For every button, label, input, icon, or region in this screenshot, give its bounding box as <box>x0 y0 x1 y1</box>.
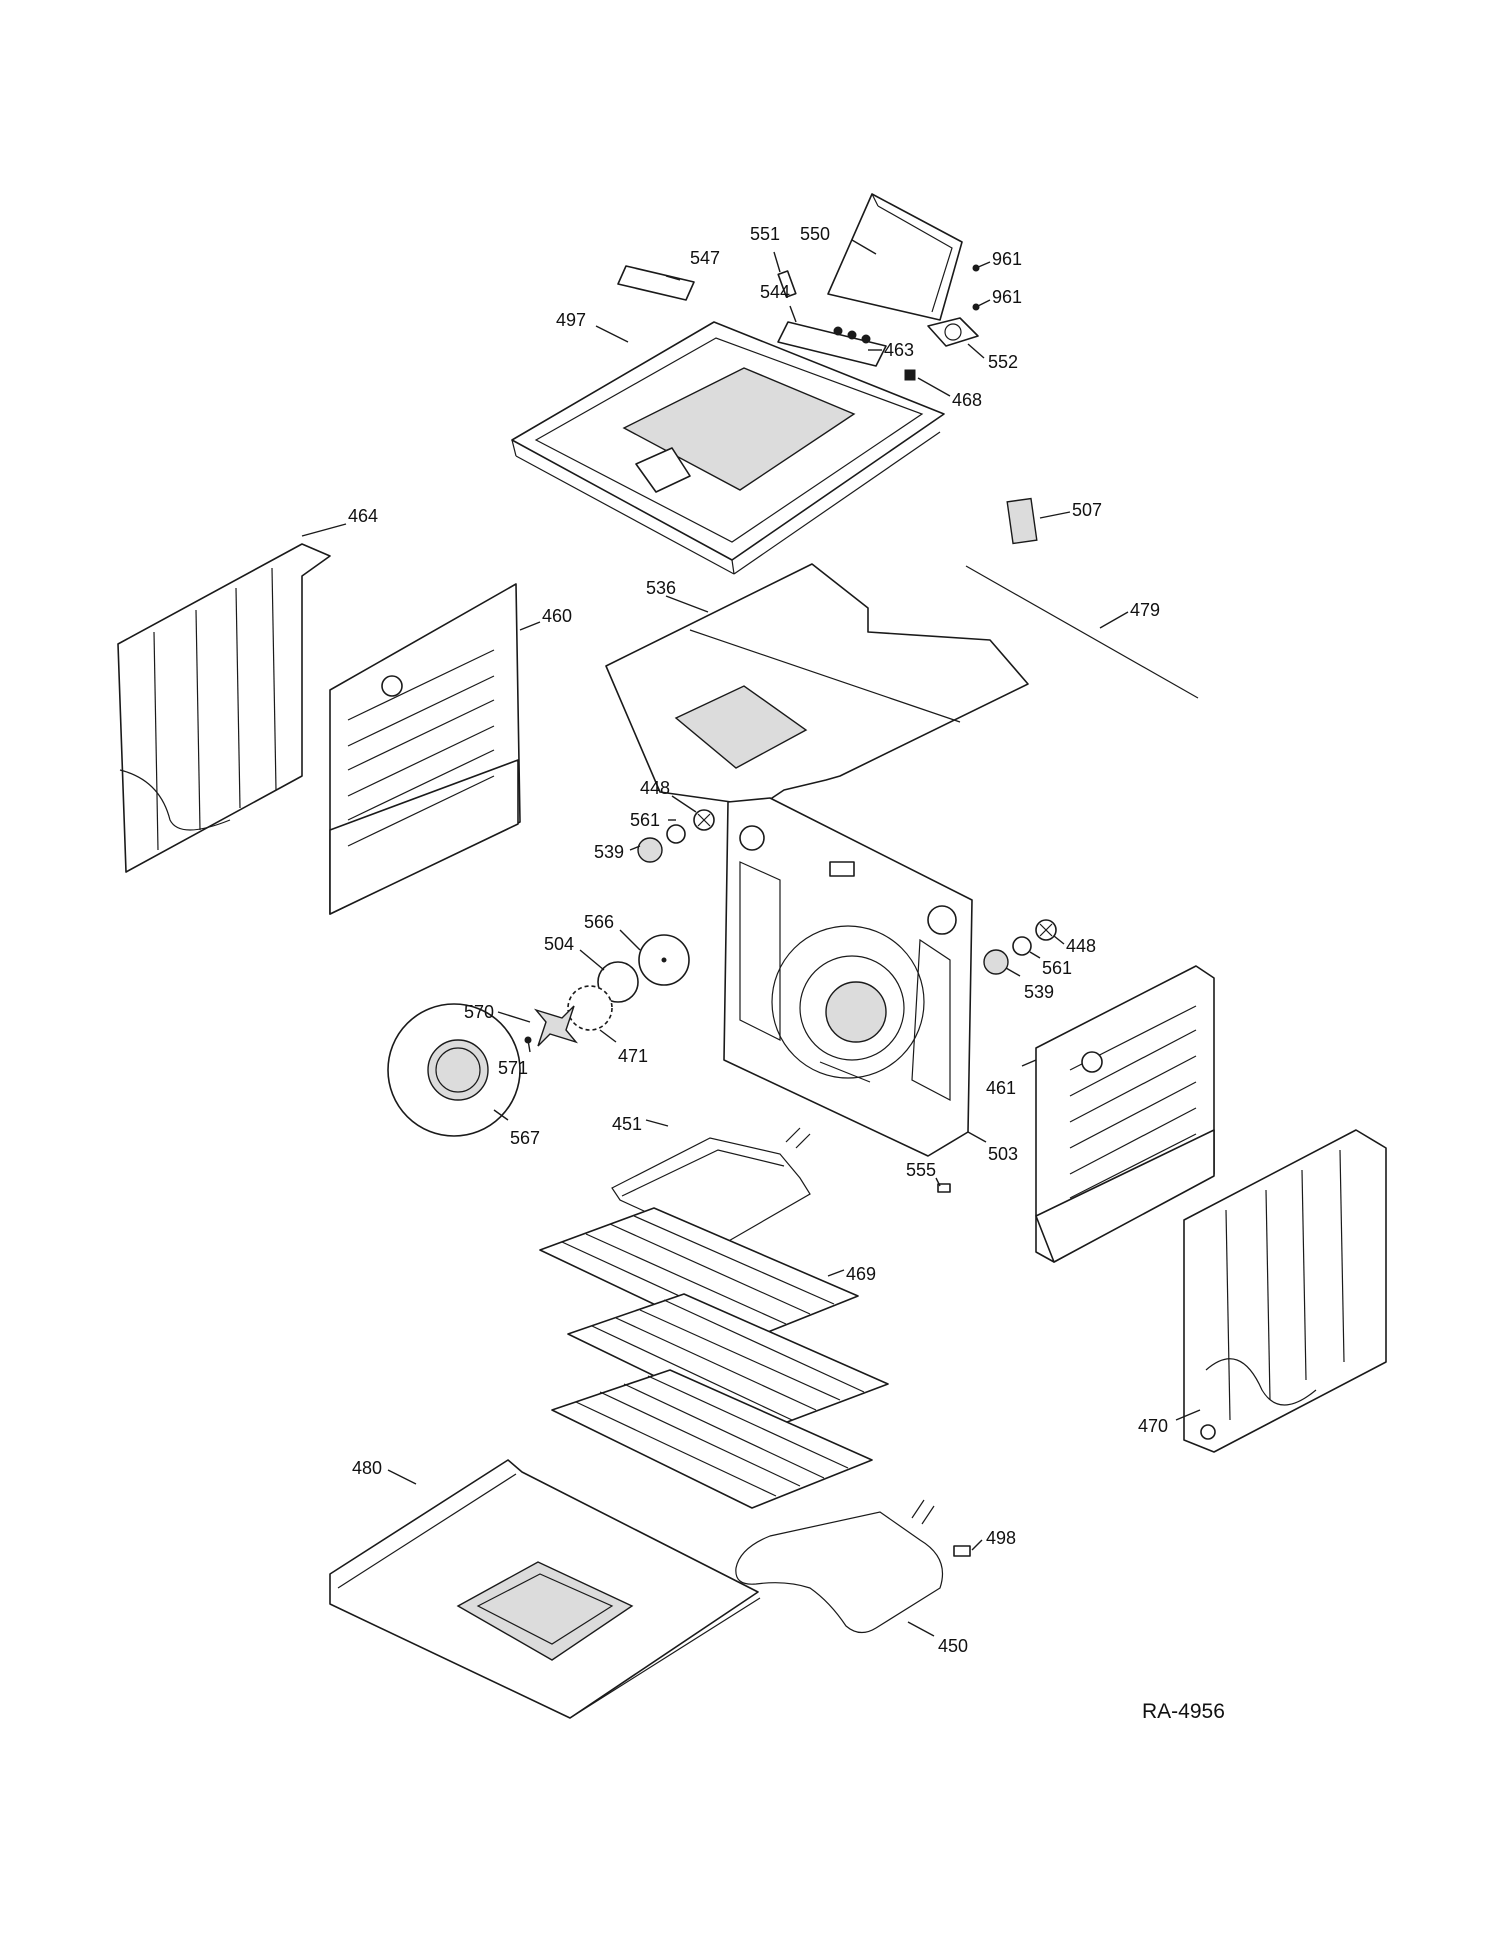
label-551: 551 <box>750 224 780 244</box>
label-567: 567 <box>510 1128 540 1148</box>
part-503-drawing <box>723 797 973 1157</box>
part-451-drawing <box>611 1127 811 1247</box>
part-507-drawing <box>1006 497 1038 545</box>
label-570: 570 <box>464 1002 494 1022</box>
label-448-left: 448 <box>640 778 670 798</box>
label-961-lower: 961 <box>992 287 1022 307</box>
part-468-drawing <box>904 369 916 381</box>
part-460-drawing <box>329 583 521 915</box>
part-561-drawing <box>666 824 686 844</box>
figure-code: RA-4956 <box>1142 1700 1225 1723</box>
label-544: 544 <box>760 282 790 302</box>
part-567-drawing <box>387 1003 521 1137</box>
label-464: 464 <box>348 506 378 526</box>
part-480-drawing <box>329 1459 761 1719</box>
part-470-drawing <box>1183 1129 1387 1453</box>
label-555: 555 <box>906 1160 936 1180</box>
label-461: 461 <box>986 1078 1016 1098</box>
label-498: 498 <box>986 1528 1016 1548</box>
part-552-drawing <box>927 317 979 347</box>
label-571: 571 <box>498 1058 528 1078</box>
part-555-drawing <box>937 1183 951 1193</box>
label-469: 469 <box>846 1264 876 1284</box>
part-536-drawing <box>605 563 1029 807</box>
label-450: 450 <box>938 1636 968 1656</box>
label-451: 451 <box>612 1114 642 1134</box>
label-448-right: 448 <box>1066 936 1096 956</box>
label-460: 460 <box>542 606 572 626</box>
part-471-drawing <box>567 985 613 1031</box>
part-544-drawing <box>777 321 887 367</box>
label-961-upper: 961 <box>992 249 1022 269</box>
part-479-drawing <box>965 565 1199 699</box>
part-547-drawing <box>617 265 695 301</box>
label-497: 497 <box>556 310 586 330</box>
label-547: 547 <box>690 248 720 268</box>
part-469-drawing <box>539 1207 889 1509</box>
part-498-drawing <box>953 1545 971 1557</box>
label-507: 507 <box>1072 500 1102 520</box>
label-463: 463 <box>884 340 914 360</box>
label-479: 479 <box>1130 600 1160 620</box>
label-539-left: 539 <box>594 842 624 862</box>
label-561-left: 561 <box>630 810 660 830</box>
label-536: 536 <box>646 578 676 598</box>
label-552: 552 <box>988 352 1018 372</box>
part-550-drawing <box>827 193 963 321</box>
part-450-drawing <box>735 1499 944 1634</box>
label-503: 503 <box>988 1144 1018 1164</box>
label-566: 566 <box>584 912 614 932</box>
label-561-right: 561 <box>1042 958 1072 978</box>
label-480: 480 <box>352 1458 382 1478</box>
part-497-drawing <box>511 321 945 575</box>
label-471: 471 <box>618 1046 648 1066</box>
label-468: 468 <box>952 390 982 410</box>
part-464-drawing <box>117 543 331 873</box>
part-539-drawing <box>983 949 1009 975</box>
part-561-drawing <box>1012 936 1032 956</box>
part-551-drawing <box>777 270 797 298</box>
label-539-right: 539 <box>1024 982 1054 1002</box>
part-labels: 547 551 550 961 961 544 497 463 552 468 … <box>348 224 1168 1656</box>
leader-lines <box>301 239 1201 1637</box>
label-550: 550 <box>800 224 830 244</box>
part-539-drawing <box>637 837 663 863</box>
label-470: 470 <box>1138 1416 1168 1436</box>
label-504: 504 <box>544 934 574 954</box>
part-504-drawing <box>597 961 639 1003</box>
part-570-drawing <box>533 1005 579 1047</box>
part-461-drawing <box>1035 965 1215 1263</box>
